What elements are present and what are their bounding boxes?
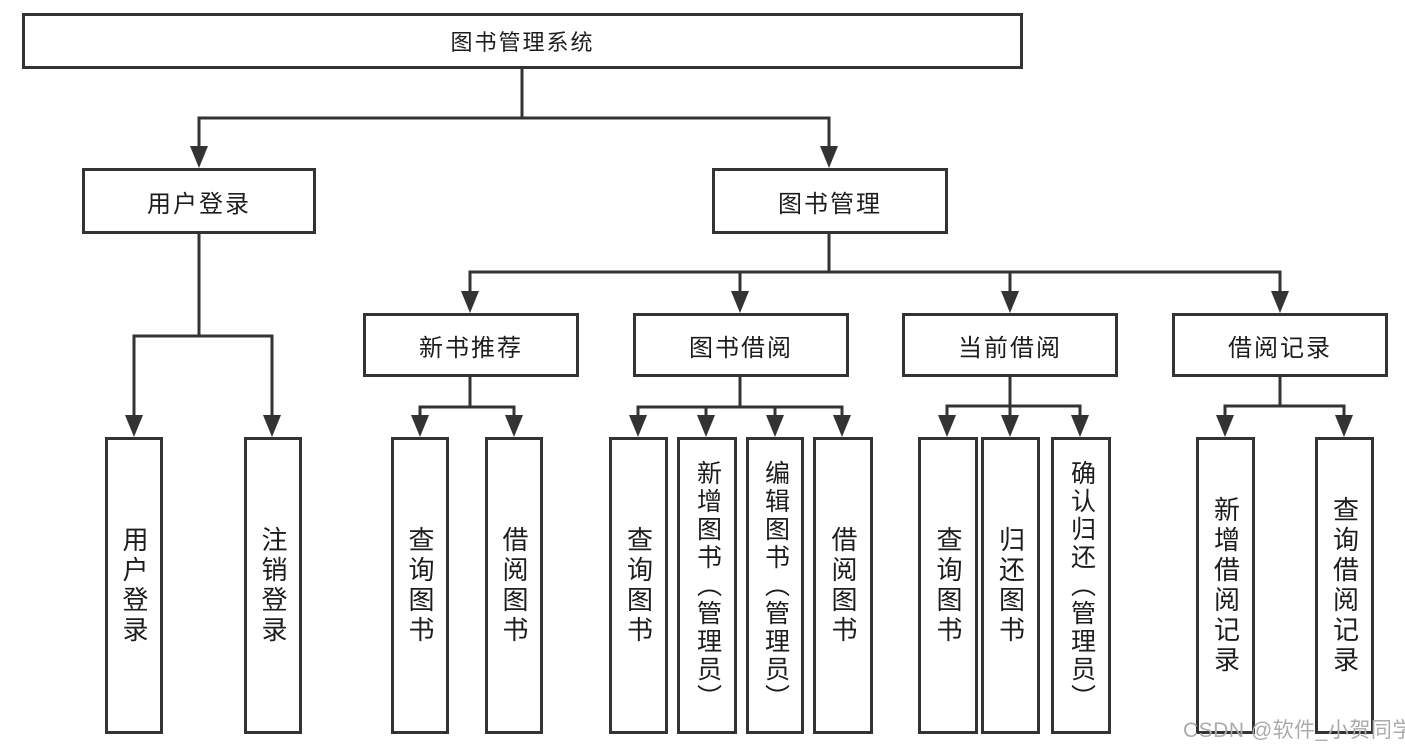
node-library-management-system: 图书管理系统	[22, 13, 1023, 69]
arrowhead	[125, 415, 143, 437]
leaf-return-book: 归还图书	[981, 437, 1040, 734]
leaf-add-borrow-record: 新增借阅记录	[1196, 437, 1255, 734]
arrowhead	[1001, 291, 1019, 313]
node-current-borrow: 当前借阅	[902, 313, 1118, 377]
node-book-management: 图书管理	[712, 168, 948, 234]
node-book-borrow: 图书借阅	[633, 313, 849, 377]
leaf-borrow-books-recommend: 借阅图书	[485, 437, 543, 734]
node-user-login: 用户登录	[82, 168, 316, 234]
connector-user-login-to-leaves	[125, 234, 281, 437]
arrowhead	[1001, 415, 1019, 437]
leaf-add-book-admin: 新增图书（管理员）	[677, 437, 737, 734]
arrowhead	[461, 291, 479, 313]
node-borrow-records: 借阅记录	[1172, 313, 1388, 377]
arrowhead	[505, 415, 523, 437]
arrowhead	[697, 415, 715, 437]
arrowhead	[1335, 415, 1353, 437]
arrowhead	[263, 415, 281, 437]
arrowhead	[1216, 415, 1234, 437]
leaf-query-borrow-record: 查询借阅记录	[1315, 437, 1374, 734]
arrowhead	[1071, 415, 1089, 437]
leaf-logout: 注销登录	[244, 437, 302, 734]
leaf-query-books-current: 查询图书	[918, 437, 978, 734]
arrowhead	[629, 415, 647, 437]
arrowhead	[766, 415, 784, 437]
connector-new-book-recommend-to-leaves	[411, 377, 523, 437]
leaf-query-books-recommend: 查询图书	[391, 437, 449, 734]
node-new-book-recommend: 新书推荐	[363, 313, 579, 377]
leaf-query-books-borrow: 查询图书	[609, 437, 668, 734]
connector-book-management-to-level2	[461, 234, 1289, 313]
arrowhead	[731, 291, 749, 313]
arrowhead	[833, 415, 851, 437]
leaf-borrow-books: 借阅图书	[813, 437, 873, 734]
arrowhead	[938, 415, 956, 437]
leaf-user-login: 用户登录	[105, 437, 163, 734]
csdn-watermark: CSDN @软件_小贺同学	[1183, 719, 1405, 742]
connector-root-to-level1	[190, 69, 838, 168]
leaf-confirm-return-admin: 确认归还（管理员）	[1051, 437, 1111, 734]
connector-current-borrow-to-leaves	[938, 377, 1089, 437]
arrowhead	[411, 415, 429, 437]
connector-borrow-records-to-leaves	[1216, 377, 1353, 437]
connector-book-borrow-to-leaves	[629, 377, 851, 437]
arrowhead	[820, 146, 838, 168]
arrowhead	[190, 146, 208, 168]
leaf-edit-book-admin: 编辑图书（管理员）	[746, 437, 804, 734]
arrowhead	[1271, 291, 1289, 313]
